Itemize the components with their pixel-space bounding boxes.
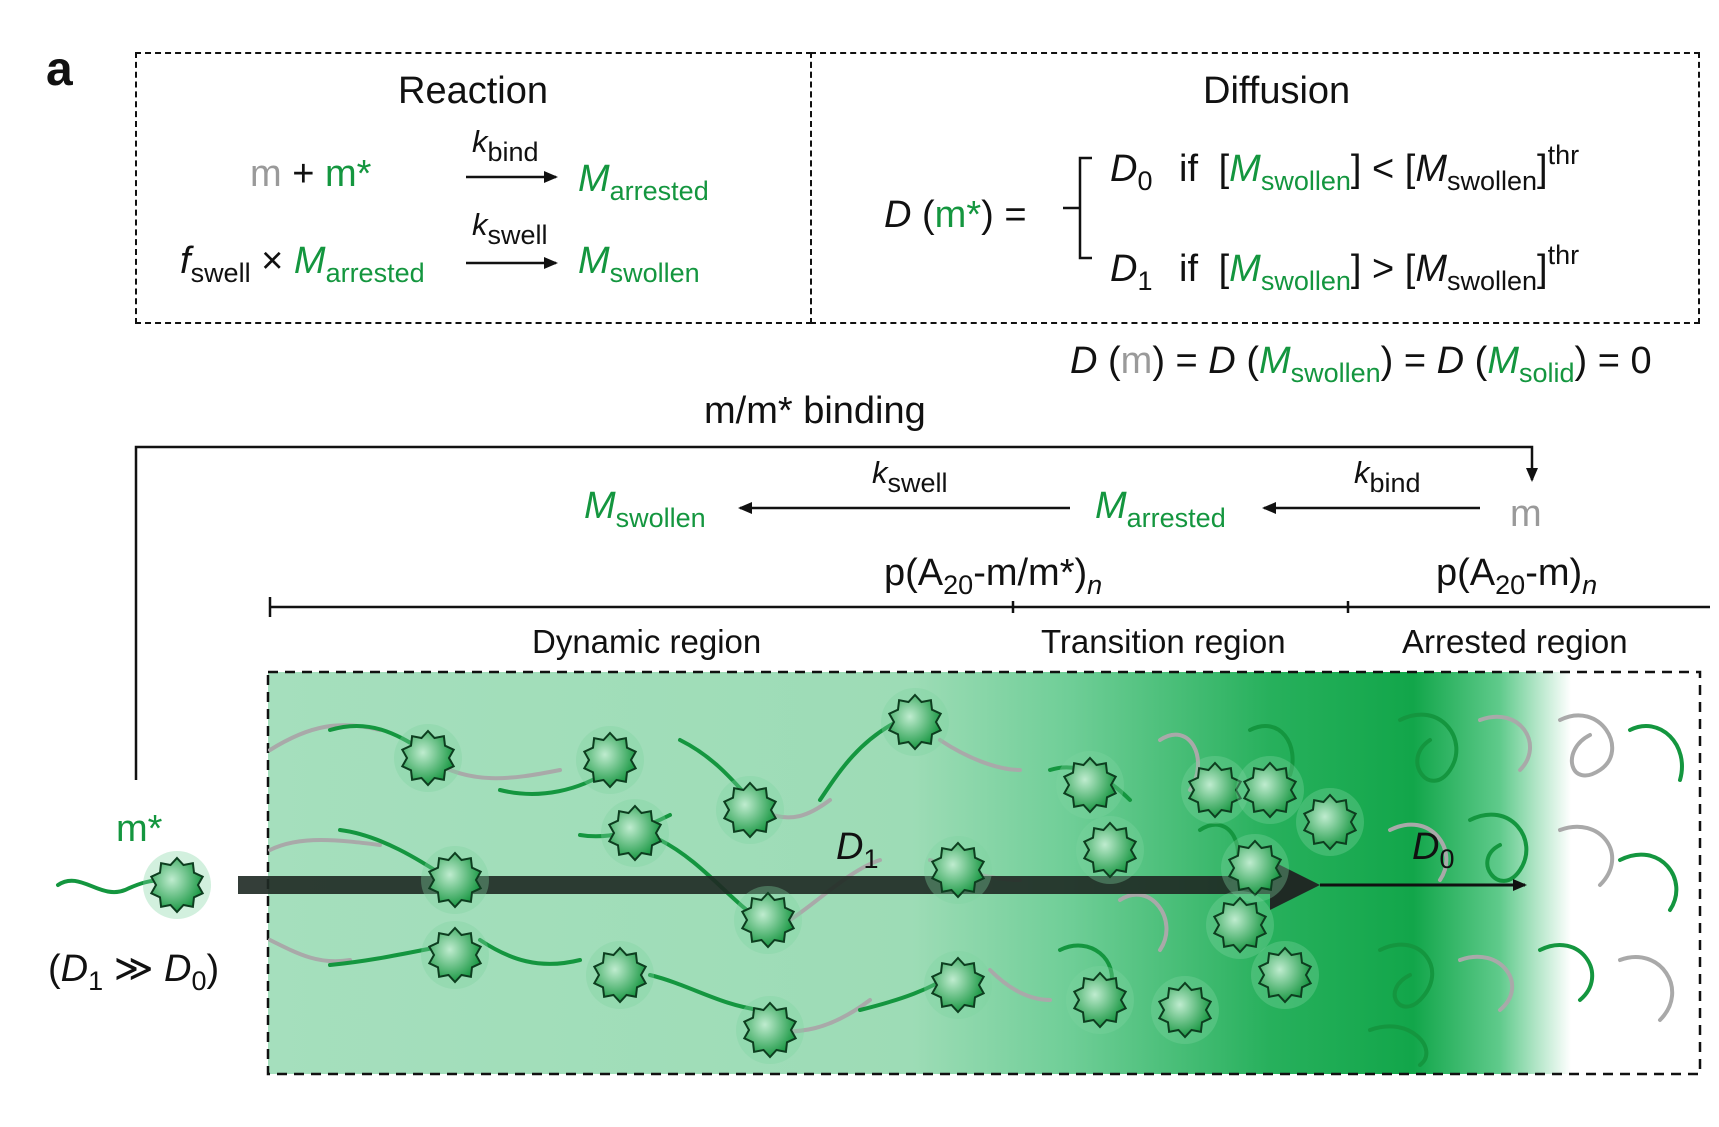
fluorophore-bead [582,731,638,789]
diffusion-box [810,52,1700,324]
fluorophore-bead [1212,896,1268,954]
beads-group [143,688,1364,1064]
fluorophore-bead [1242,761,1298,819]
fluorophore-bead [592,946,648,1004]
fluorophore-bead [1157,981,1213,1039]
fluorophore-bead [400,729,456,787]
diffusion-case1: D1 if [Mswollen] > [Mswollen]thr [1110,240,1580,296]
k-bind-label: kbind [472,124,539,167]
diffusion-condition: (D1 ≫ D0) [48,948,220,996]
reaction-eq1-lhs: m + m* [250,155,371,193]
region-scale-bar [268,597,1710,617]
fluorophore-bead [1082,821,1138,879]
polymer-mixed-label: p(A20-m/m*)n [884,552,1103,600]
fluorophore-bead [427,851,483,909]
fluorophore-bead [427,926,483,984]
reaction-title: Reaction [398,70,548,112]
pathway-k-bind: kbind [1354,455,1421,498]
fluorophore-bead [1187,761,1243,819]
fluorophore-bead [742,1001,798,1059]
fluorophore-bead [930,841,986,899]
region-background [268,672,1700,1074]
fluorophore-bead [1062,756,1118,814]
fluorophore-bead [887,693,943,751]
transition-region-label: Transition region [1041,623,1286,660]
diffusion-lhs: D (m*) = [884,194,1027,236]
region-dashed-border [266,670,1702,1076]
free-monomer-chain [56,878,167,894]
pathway-swollen: Mswollen [584,485,706,533]
fluorophore-bead [1257,946,1313,1004]
arrested-region-label: Arrested region [1402,623,1628,660]
fluorophore-bead [740,891,796,949]
fluorophore-bead [1302,793,1358,851]
d0-label: D0 [1412,826,1455,874]
binding-bracket [134,445,1538,780]
diffusion-title: Diffusion [1203,70,1351,112]
binding-label: m/m* binding [704,390,926,432]
fluorophore-bead [607,804,663,862]
reaction-arrows [466,171,558,269]
pathway-k-swell: kswell [872,455,948,498]
fluorophore-bead [1072,971,1128,1029]
d1-arrow-head [1270,860,1320,910]
polymer-plain-label: p(A20-m)n [1436,552,1598,600]
product-arrested: Marrested [578,158,709,206]
arrested-chains [1368,712,1684,1067]
zero-diffusion-line: D (m) = D (Mswollen) = D (Msolid) = 0 [1070,340,1652,388]
k-swell-label: kswell [472,207,548,250]
d1-label: D1 [836,826,879,874]
pathway-monomer: m [1510,493,1542,535]
fluorophore-bead [149,856,205,914]
fluorophore-bead [1227,839,1283,897]
fluorophore-bead [930,956,986,1014]
diffusion-case0: D0 if [Mswollen] < [Mswollen]thr [1110,140,1580,196]
piecewise-bracket [1063,156,1092,260]
fluorophore-bead [722,781,778,839]
pathway-arrested: Marrested [1095,485,1226,533]
panel-label: a [46,43,73,96]
product-swollen: Mswollen [578,240,700,288]
reactant-m: m [250,153,282,195]
reaction-eq2-lhs: fswell × Marrested [180,240,425,288]
plus-sign: + [292,153,315,195]
dynamic-region-label: Dynamic region [532,623,762,660]
reactant-mstar: m* [324,153,372,195]
free-monomer-label: m* [116,808,163,850]
